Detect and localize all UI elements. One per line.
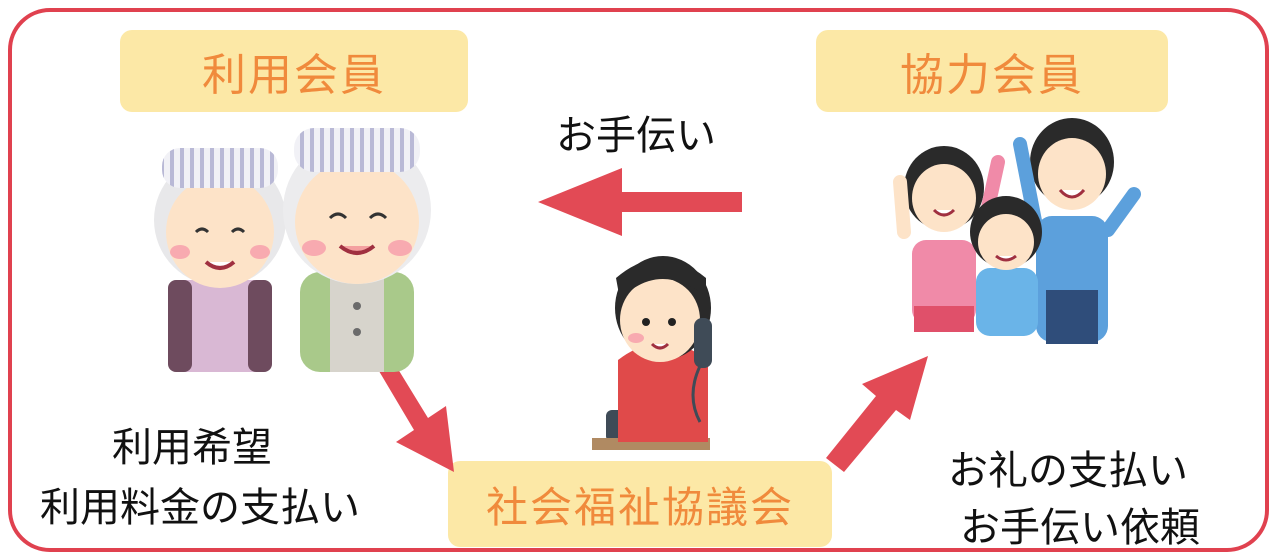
operator-woman-icon bbox=[592, 256, 712, 450]
help-request-caption: お手伝い依頼 bbox=[960, 505, 1200, 551]
council-label: 社会福祉協議会 bbox=[448, 461, 832, 547]
cooperating-member-label: 協力会員 bbox=[816, 30, 1168, 112]
family-icon bbox=[893, 118, 1141, 344]
elderly-man-icon bbox=[283, 128, 431, 372]
request-arrow bbox=[376, 356, 454, 472]
user-request-caption: 利用希望 bbox=[112, 425, 272, 471]
help-caption: お手伝い bbox=[556, 113, 716, 159]
cooperating-member-text: 協力会員 bbox=[900, 50, 1084, 101]
help-arrow bbox=[538, 168, 742, 236]
user-payment-caption: 利用料金の支払い bbox=[40, 485, 360, 531]
thanks-payment-caption: お礼の支払い bbox=[948, 448, 1188, 494]
diagram-frame bbox=[8, 8, 1269, 552]
user-member-label: 利用会員 bbox=[120, 30, 468, 112]
council-text: 社会福祉協議会 bbox=[485, 482, 794, 532]
dispatch-arrow bbox=[826, 356, 928, 472]
user-member-text: 利用会員 bbox=[202, 50, 386, 101]
elderly-woman-icon bbox=[154, 148, 286, 372]
